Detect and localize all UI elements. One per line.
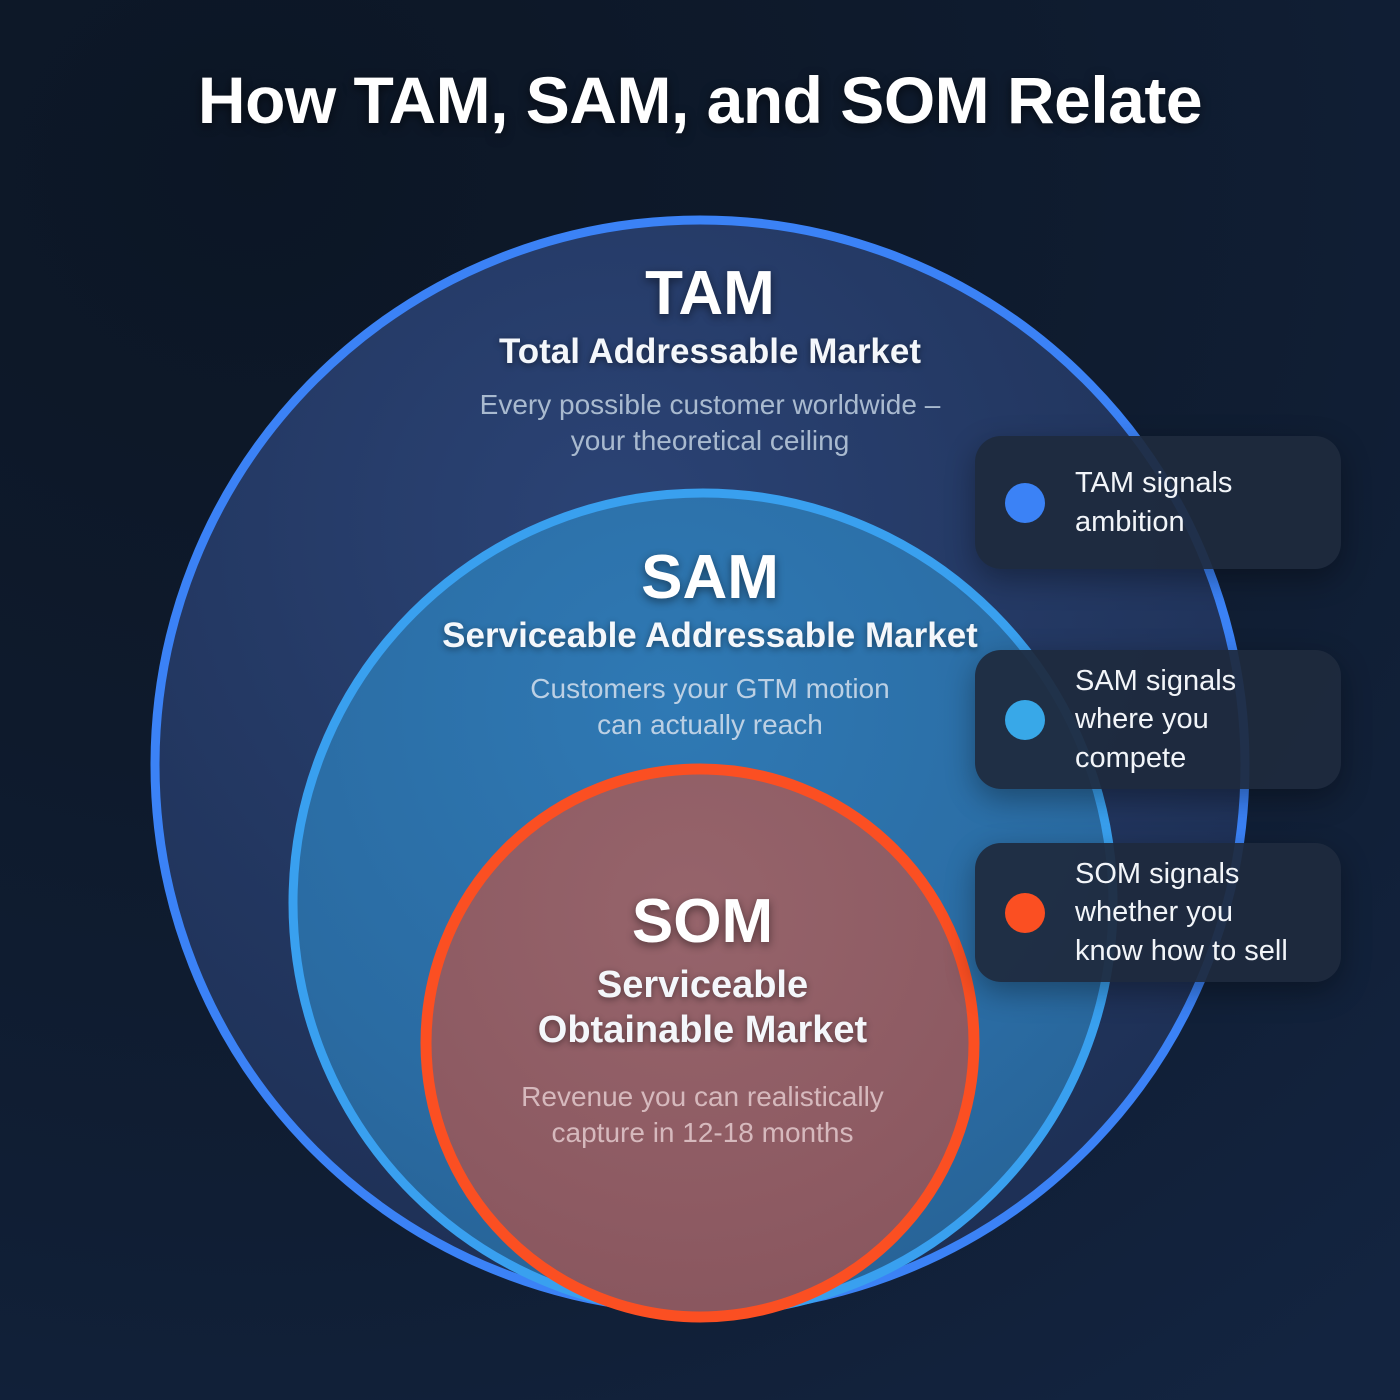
tam-dot-icon <box>1005 482 1045 523</box>
page-title: How TAM, SAM, and SOM Relate <box>197 63 1203 137</box>
callout-som-text: SOM signals whether you know how to sell <box>1075 857 1288 967</box>
som-circle <box>420 763 980 1323</box>
sam-dot-icon <box>1005 699 1045 740</box>
som-dot-icon <box>1005 892 1045 933</box>
callout-sam-text: SAM signals where you compete <box>1075 664 1237 774</box>
callout-card-tam: TAM signals ambition <box>975 436 1341 569</box>
callout-card-som: SOM signals whether you know how to sell <box>975 843 1341 982</box>
callout-card-sam: SAM signals where you compete <box>975 650 1341 789</box>
callout-tam-text: TAM signals ambition <box>1075 466 1233 538</box>
